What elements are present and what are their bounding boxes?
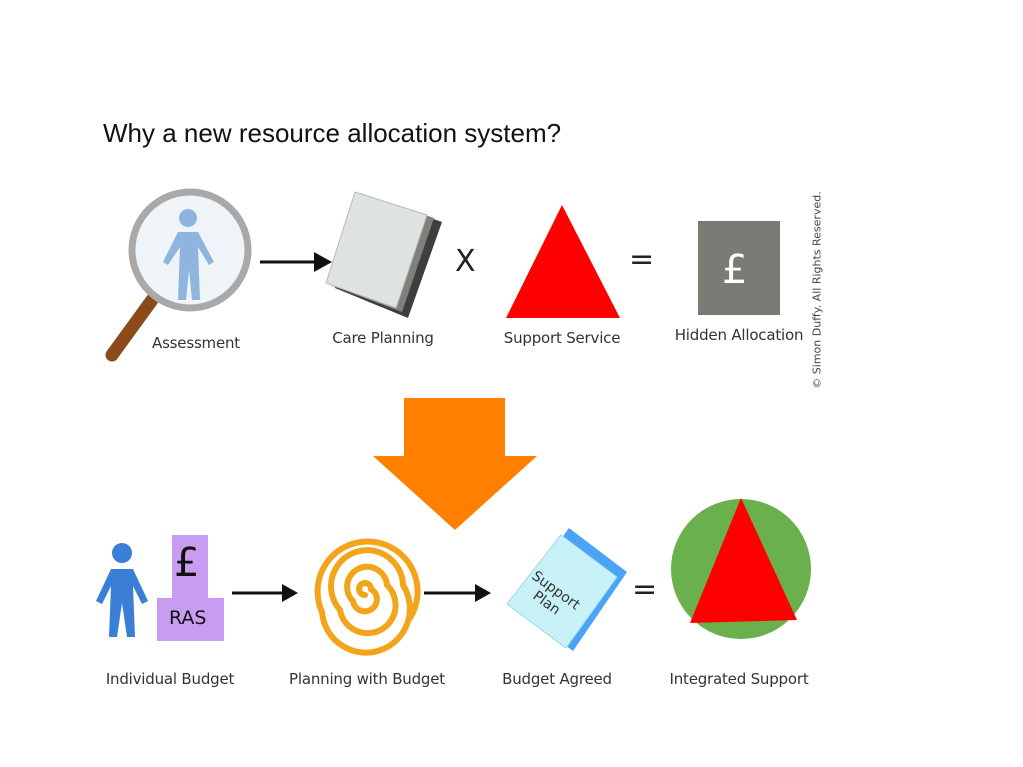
arrow-icon [260, 252, 332, 272]
individual-budget-label: Individual Budget [105, 670, 235, 688]
person-icon [163, 209, 214, 300]
arrow-icon [424, 584, 491, 602]
care-plan-document-icon [325, 191, 442, 318]
spiral-icon [314, 538, 421, 656]
pound-sign: £ [174, 540, 200, 586]
arrow-icon [232, 584, 298, 602]
integrated-support-icon [671, 498, 811, 639]
planning-with-budget-label: Planning with Budget [289, 670, 445, 688]
pound-sign: £ [722, 247, 748, 293]
support-service-label: Support Service [503, 329, 621, 347]
support-plan-icon [506, 528, 627, 651]
hidden-allocation-box [698, 221, 780, 315]
ras-label: RAS [169, 607, 207, 629]
copyright-notice: © Simon Duffy. All Rights Reserved. [810, 191, 824, 389]
equals-sign: = [629, 242, 655, 277]
equals-sign: = [632, 572, 658, 607]
page-title: Why a new resource allocation system? [103, 118, 562, 148]
down-arrow-icon [373, 398, 537, 530]
support-service-triangle-icon [506, 205, 620, 318]
hidden-allocation-label: Hidden Allocation [674, 326, 804, 344]
pound-block [172, 535, 208, 598]
magnifying-glass-icon [105, 188, 252, 362]
budget-agreed-label: Budget Agreed [502, 670, 612, 688]
ras-block [157, 598, 224, 641]
person-icon [96, 543, 148, 637]
care-planning-label: Care Planning [332, 329, 434, 347]
assessment-label: Assessment [152, 334, 240, 352]
times-sign: X [455, 244, 476, 279]
integrated-support-label: Integrated Support [669, 670, 809, 688]
